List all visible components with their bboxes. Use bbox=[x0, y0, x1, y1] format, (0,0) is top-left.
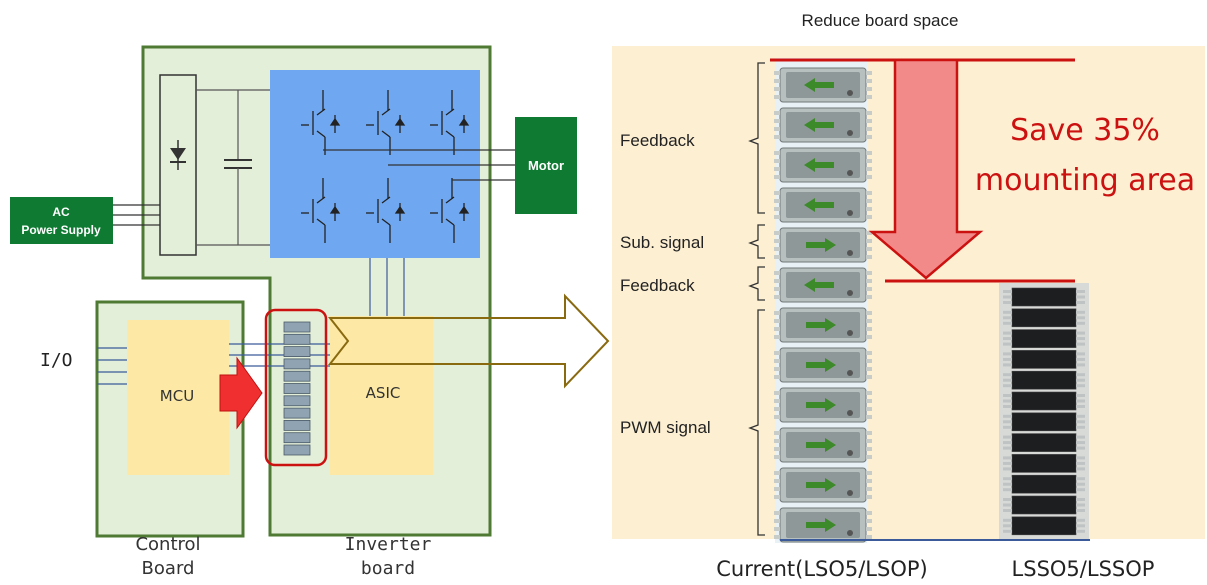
small-optocoupler-package bbox=[1003, 391, 1085, 411]
small-optocoupler-package bbox=[1003, 516, 1085, 536]
optocoupler-package bbox=[774, 187, 872, 223]
igbt-switches bbox=[301, 90, 470, 243]
small-optocoupler-package bbox=[1003, 454, 1085, 473]
igbt-icon bbox=[366, 178, 406, 243]
igbt-icon bbox=[430, 90, 470, 155]
control-board-label-1: Control bbox=[135, 534, 200, 555]
motor-box bbox=[515, 117, 577, 214]
bracket-pwm bbox=[748, 309, 765, 536]
io-label: I/O bbox=[40, 350, 73, 371]
left-arrow-icon bbox=[804, 158, 834, 172]
optocoupler-package bbox=[774, 67, 872, 103]
reduce-arrow bbox=[868, 58, 984, 280]
mini-optocoupler bbox=[283, 370, 311, 382]
left-arrow-icon bbox=[804, 78, 834, 92]
zoom-arrow bbox=[327, 293, 610, 389]
igbt-icon bbox=[301, 178, 341, 243]
asic-label: ASIC bbox=[366, 384, 401, 402]
inverter-board-label-1: Inverter bbox=[345, 534, 432, 555]
label-feedback-mid: Feedback bbox=[620, 276, 695, 295]
igbt-icon bbox=[301, 90, 341, 155]
optocoupler-package bbox=[774, 107, 872, 143]
mcu-chip bbox=[127, 320, 229, 475]
mini-optocoupler bbox=[283, 395, 311, 407]
save-text-line1: Save 35% bbox=[1010, 113, 1160, 148]
capacitor-icon bbox=[224, 90, 252, 245]
label-sub-signal: Sub. signal bbox=[620, 233, 704, 252]
left-arrow-icon bbox=[804, 198, 834, 212]
optocoupler-package bbox=[774, 467, 872, 503]
opto-strip bbox=[283, 321, 311, 456]
right-arrow-icon bbox=[806, 358, 836, 372]
small-optocoupler-package bbox=[1003, 370, 1085, 390]
igbt-icon bbox=[430, 178, 470, 243]
bracket-feedback-mid bbox=[748, 266, 765, 301]
optocoupler-package bbox=[774, 387, 872, 423]
bracket-feedback-top bbox=[748, 62, 765, 214]
small-optocoupler-package bbox=[1003, 329, 1085, 348]
small-optocoupler-package bbox=[1003, 308, 1085, 328]
left-arrow-icon bbox=[804, 118, 834, 132]
small-optocoupler-package bbox=[1003, 433, 1085, 452]
mini-optocoupler bbox=[283, 321, 311, 333]
mini-optocoupler bbox=[283, 419, 311, 431]
small-optocoupler-package bbox=[1003, 350, 1085, 369]
save-text-line2: mounting area bbox=[975, 163, 1195, 198]
left-arrow-icon bbox=[804, 278, 834, 292]
right-arrow-icon bbox=[806, 518, 836, 532]
igbt-module bbox=[270, 70, 480, 258]
new-optocouplers bbox=[1003, 287, 1085, 536]
rectifier-box bbox=[159, 74, 197, 256]
opto-group-highlight bbox=[264, 308, 328, 467]
mini-optocoupler bbox=[283, 358, 311, 370]
ac-supply-line1: AC bbox=[52, 205, 70, 219]
current-label: Current(LSO5/LSOP) bbox=[716, 557, 927, 581]
optocoupler-package bbox=[774, 507, 872, 543]
right-arrow-icon bbox=[806, 478, 836, 492]
mini-optocoupler bbox=[283, 333, 311, 345]
mini-optocoupler bbox=[283, 407, 311, 419]
mini-optocoupler bbox=[283, 432, 311, 444]
right-arrow-icon bbox=[806, 438, 836, 452]
optocoupler-package bbox=[774, 147, 872, 183]
mini-optocoupler bbox=[283, 444, 311, 456]
small-optocoupler-package bbox=[1003, 412, 1085, 432]
ac-supply-line2: Power Supply bbox=[21, 223, 101, 237]
label-pwm-signal: PWM signal bbox=[620, 418, 711, 437]
right-arrow-icon bbox=[806, 238, 836, 252]
mini-optocoupler bbox=[283, 346, 311, 358]
bracket-sub-signal bbox=[748, 224, 765, 259]
small-optocoupler-package bbox=[1003, 495, 1085, 515]
optocoupler-package bbox=[774, 307, 872, 343]
label-feedback-top: Feedback bbox=[620, 131, 695, 150]
right-arrow-icon bbox=[806, 318, 836, 332]
optocoupler-package bbox=[774, 227, 872, 263]
current-optocouplers bbox=[774, 67, 872, 543]
small-optocoupler-package bbox=[1003, 474, 1085, 494]
right-arrow-icon bbox=[806, 398, 836, 412]
new-label: LSSO5/LSSOP bbox=[1012, 557, 1155, 581]
optocoupler-package bbox=[774, 347, 872, 383]
optocoupler-package bbox=[774, 427, 872, 463]
panel-title: Reduce board space bbox=[802, 11, 959, 30]
mcu-label: MCU bbox=[160, 387, 194, 405]
ac-supply-box bbox=[10, 197, 113, 244]
igbt-icon bbox=[366, 90, 406, 155]
inverter-board-label-2: board bbox=[361, 558, 415, 579]
motor-label: Motor bbox=[528, 158, 564, 173]
optocoupler-package bbox=[774, 267, 872, 303]
signal-arrow bbox=[219, 356, 263, 430]
mini-optocoupler bbox=[283, 383, 311, 394]
small-optocoupler-package bbox=[1003, 287, 1085, 307]
control-board-label-2: Board bbox=[142, 558, 195, 579]
